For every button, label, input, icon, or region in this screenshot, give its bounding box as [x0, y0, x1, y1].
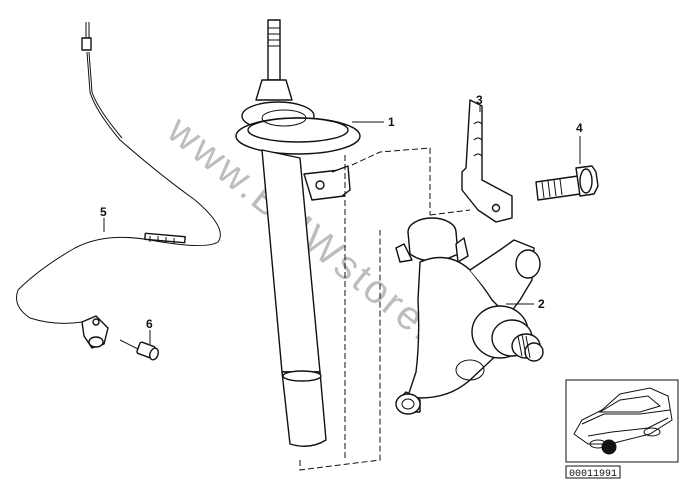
callout-3: 3	[476, 93, 483, 112]
svg-text:2: 2	[538, 297, 545, 311]
svg-text:3: 3	[476, 93, 483, 107]
callout-2: 2	[506, 297, 545, 311]
svg-text:00011991: 00011991	[569, 469, 617, 480]
callout-4: 4	[576, 121, 583, 164]
svg-text:1: 1	[388, 115, 395, 129]
part-5-sensor-cable[interactable]	[16, 22, 221, 349]
callout-1: 1	[352, 115, 395, 129]
assembly-outline	[299, 147, 471, 471]
part-3-holder[interactable]	[461, 99, 513, 223]
part-1-spring-strut[interactable]	[235, 19, 361, 447]
car-location-icon	[565, 379, 679, 463]
part-4-bolt[interactable]	[535, 165, 599, 201]
part-2-swivel-bearing[interactable]	[395, 217, 544, 415]
callout-5: 5	[100, 205, 107, 232]
callout-6: 6	[146, 317, 153, 344]
svg-text:4: 4	[576, 121, 583, 135]
part-6-screw[interactable]	[119, 339, 160, 361]
svg-text:5: 5	[100, 205, 107, 219]
reference-number: 00011991	[565, 465, 621, 480]
svg-text:6: 6	[146, 317, 153, 331]
